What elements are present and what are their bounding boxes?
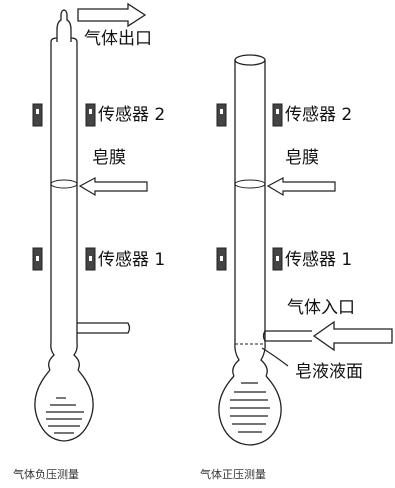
right-sensor-2-outer xyxy=(216,103,227,127)
left-sensor-1-label: 传感器 1 xyxy=(98,250,166,270)
gas-inlet-label: 气体入口 xyxy=(287,298,355,318)
gas-inlet-arrow xyxy=(312,320,393,352)
right-soap-film-label: 皂膜 xyxy=(285,148,319,168)
left-sensor-2-inner xyxy=(85,103,96,127)
right-soap-film xyxy=(234,179,266,189)
left-sensor-2-outer xyxy=(32,103,43,127)
left-soap-film xyxy=(50,179,78,189)
right-sensor-1-outer xyxy=(216,247,227,271)
soap-liquid-level-pointer xyxy=(261,347,289,367)
gas-outlet-arrow xyxy=(77,2,147,28)
left-sensor-1-outer xyxy=(32,247,43,271)
right-tube xyxy=(218,54,312,446)
left-caption: 气体负压测量 xyxy=(13,468,79,481)
right-sensor-2-label: 传感器 2 xyxy=(285,105,353,125)
left-soap-film-arrow xyxy=(78,177,148,197)
right-soap-film-arrow xyxy=(266,177,336,197)
right-caption: 气体正压测量 xyxy=(200,468,266,481)
right-sensor-1-label: 传感器 1 xyxy=(285,250,353,270)
right-sensor-2-inner xyxy=(272,103,283,127)
left-bulb-liquid xyxy=(46,397,84,434)
right-sensor-1-inner xyxy=(272,247,283,271)
left-soap-film-label: 皂膜 xyxy=(92,148,126,168)
left-sensor-1-inner xyxy=(85,247,96,271)
gas-outlet-label: 气体出口 xyxy=(84,29,152,49)
left-tube xyxy=(34,9,131,442)
left-sensor-2-label: 传感器 2 xyxy=(98,105,166,125)
right-bulb-liquid xyxy=(230,382,270,433)
soap-liquid-level-label: 皂液液面 xyxy=(295,362,363,382)
